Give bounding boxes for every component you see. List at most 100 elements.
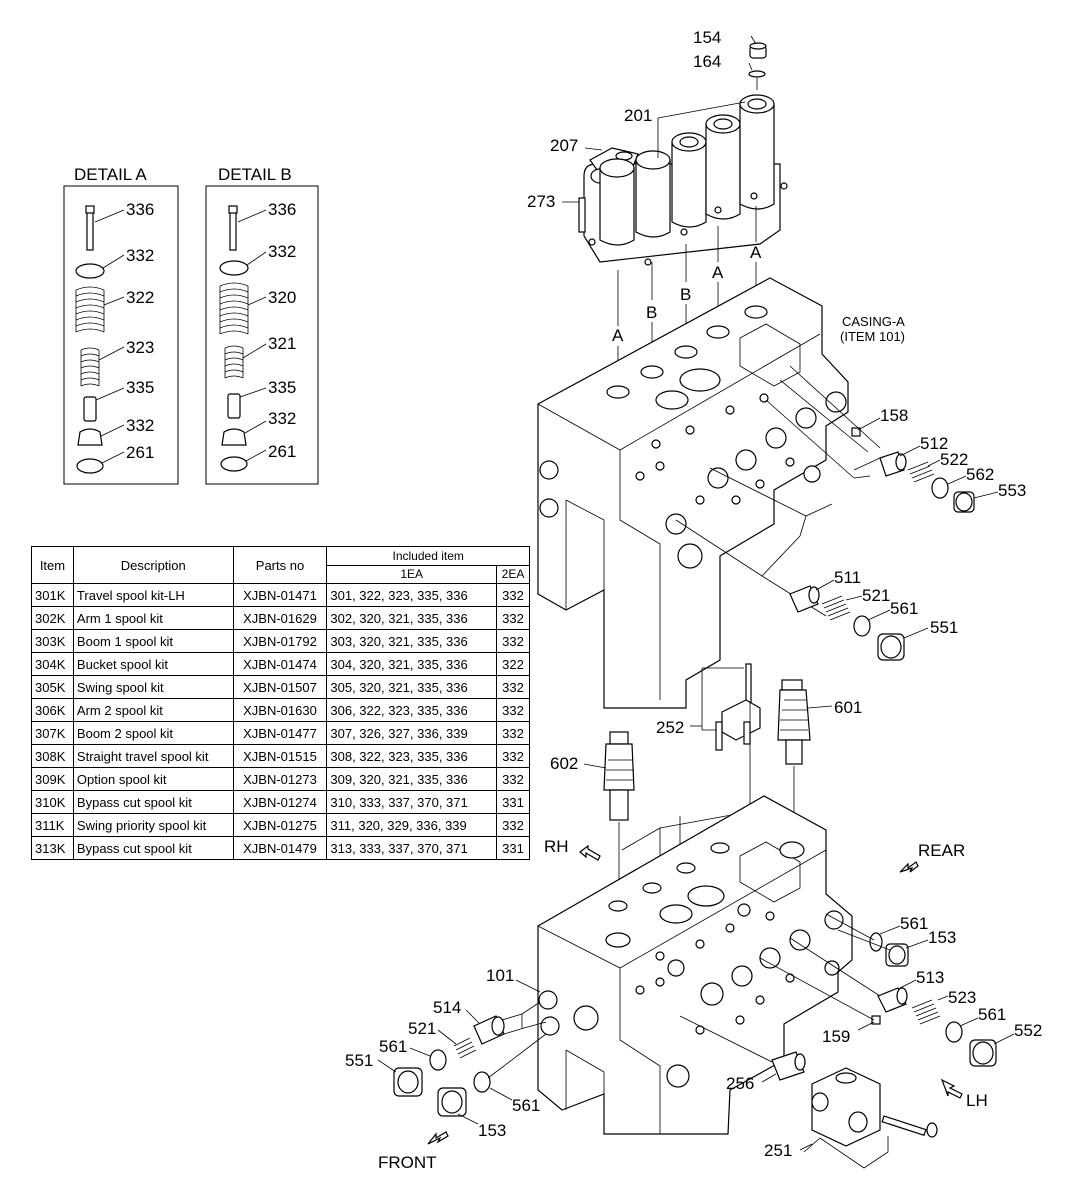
detail-a-label-5: 335	[126, 378, 154, 397]
callout-153-front: 153	[478, 1121, 506, 1140]
cell-description: Arm 2 spool kit	[72, 698, 234, 722]
cell-included-2ea: 332	[496, 583, 530, 607]
spool-kit-table: Item Description Parts no Included item …	[31, 546, 530, 860]
callout-252: 252	[656, 718, 684, 737]
block-bolts	[588, 182, 788, 266]
cell-item: 301K	[31, 583, 74, 607]
casing-item-label: (ITEM 101)	[840, 329, 905, 344]
detail-b-seat-top	[219, 260, 249, 276]
cell-item: 310K	[31, 790, 74, 814]
cell-included-2ea: 322	[496, 652, 530, 676]
detail-a-seat-top	[75, 263, 105, 279]
cell-included-1ea: 305, 320, 321, 335, 336	[326, 675, 497, 699]
detail-a-label-2: 332	[126, 246, 154, 265]
callout-561: 561	[890, 599, 918, 618]
cell-included-2ea: 332	[496, 721, 530, 745]
plug-552	[969, 1039, 997, 1067]
cell-included-1ea: 313, 333, 337, 370, 371	[326, 836, 497, 860]
port-letter-4: A	[712, 263, 724, 282]
cell-included-1ea: 310, 333, 337, 370, 371	[326, 790, 497, 814]
cell-description: Straight travel spool kit	[72, 744, 234, 768]
spool-512	[879, 451, 907, 477]
plug-153-front	[437, 1087, 467, 1117]
upper-assembly: A B B A A	[527, 28, 1026, 709]
detail-b-pin	[228, 205, 238, 251]
cell-included-1ea: 302, 320, 321, 335, 336	[326, 606, 497, 630]
plug-553	[953, 491, 975, 513]
spring-521-left	[453, 1037, 477, 1059]
cell-item: 305K	[31, 675, 74, 699]
cell-included-1ea: 308, 322, 323, 335, 336	[326, 744, 497, 768]
spring-522	[907, 461, 935, 483]
callout-522: 522	[940, 450, 968, 469]
cell-included-1ea: 311, 320, 329, 336, 339	[326, 813, 497, 837]
casing-b	[537, 795, 853, 1135]
cell-item: 308K	[31, 744, 74, 768]
cell-description: Bypass cut spool kit	[72, 790, 234, 814]
cell-description: Option spool kit	[72, 767, 234, 791]
callout-601: 601	[834, 698, 862, 717]
direction-front: FRONT	[378, 1153, 437, 1172]
oring-561-front	[473, 1071, 491, 1093]
solenoid-coils	[599, 94, 775, 246]
detail-b-spring-outer	[219, 282, 249, 335]
cell-description: Travel spool kit-LH	[72, 583, 234, 607]
detail-b-label-5: 335	[268, 378, 296, 397]
cell-item: 306K	[31, 698, 74, 722]
direction-rear: REAR	[918, 841, 965, 860]
cell-item: 307K	[31, 721, 74, 745]
arrow-rh-icon	[579, 844, 601, 861]
detail-b-label-1: 336	[268, 200, 296, 219]
direction-rh: RH	[544, 837, 569, 856]
callout-561-rear: 561	[900, 914, 928, 933]
cell-item: 309K	[31, 767, 74, 791]
cell-description: Boom 2 spool kit	[72, 721, 234, 745]
header-1ea: 1EA	[326, 564, 497, 584]
callout-602: 602	[550, 754, 578, 773]
detail-a-spring-outer	[75, 286, 105, 333]
bolt-273	[578, 197, 586, 233]
callout-561-front: 561	[512, 1096, 540, 1115]
cell-description: Bypass cut spool kit	[72, 836, 234, 860]
oring-561-rear	[869, 932, 883, 952]
cell-included-2ea: 332	[496, 767, 530, 791]
detail-a-oring	[76, 458, 104, 474]
cell-included-2ea: 332	[496, 698, 530, 722]
plug-153-rear	[885, 943, 909, 967]
detail-a-spring-inner	[80, 347, 100, 387]
callout-512: 512	[920, 434, 948, 453]
detail-a-callouts: 336 332 322 323 335 332 261	[94, 200, 154, 464]
lower-callouts: 252 601 602 561 153 101 514 521 561 551 …	[345, 698, 1042, 1160]
detail-a-stopper	[83, 396, 97, 422]
cell-included-1ea: 304, 320, 321, 335, 336	[326, 652, 497, 676]
callout-273: 273	[527, 192, 555, 211]
callout-514: 514	[433, 998, 461, 1017]
detail-b-seat-bottom	[221, 428, 247, 446]
callout-153-rear: 153	[928, 928, 956, 947]
callout-551-left: 551	[345, 1051, 373, 1070]
cell-parts-no: XJBN-01629	[232, 606, 328, 630]
detail-b-callouts: 336 332 320 321 335 332 261	[237, 200, 296, 462]
cell-parts-no: XJBN-01274	[232, 790, 328, 814]
port-letter-1: A	[612, 326, 624, 345]
header-2ea: 2EA	[496, 564, 530, 584]
lower-assembly: RH REAR FRONT LH	[345, 663, 1042, 1172]
cell-description: Swing priority spool kit	[72, 813, 234, 837]
cell-included-2ea: 332	[496, 813, 530, 837]
callout-521: 521	[862, 586, 890, 605]
cell-parts-no: XJBN-01507	[232, 675, 328, 699]
callout-513: 513	[916, 968, 944, 987]
callout-201: 201	[624, 106, 652, 125]
cell-included-2ea: 331	[496, 790, 530, 814]
detail-b-label-6: 332	[268, 409, 296, 428]
detail-a-label-1: 336	[126, 200, 154, 219]
header-description: Description	[72, 546, 234, 584]
detail-b: DETAIL B 336 332 320 321	[205, 165, 319, 485]
oring-164	[748, 70, 766, 78]
